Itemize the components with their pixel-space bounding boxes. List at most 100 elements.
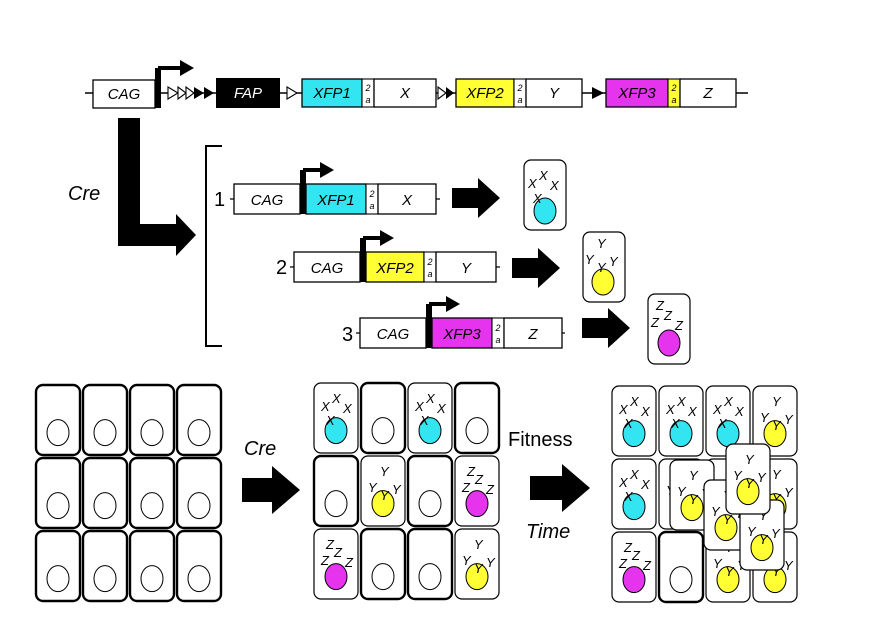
fitness-label: Fitness: [508, 429, 572, 451]
nucleus: [622, 493, 646, 521]
marker-letter: Y: [772, 564, 782, 579]
cell-unlabeled: [359, 381, 407, 455]
linker-top: 2: [516, 83, 522, 93]
cell-unlabeled: [175, 383, 223, 457]
marker-letter: X: [712, 402, 723, 417]
cassette-xfp3: XFP3 2 a Z: [605, 78, 737, 108]
cell-unlabeled: [34, 529, 82, 603]
svg-text:X: X: [538, 168, 549, 183]
fitness-arrow-icon: [530, 464, 590, 512]
cag-label: CAG: [108, 86, 141, 103]
nucleus: [324, 490, 348, 518]
marker-letter: X: [665, 402, 676, 417]
marker-letter: X: [623, 416, 634, 431]
cell-unlabeled: [359, 527, 407, 601]
xfp3-label: XFP3: [617, 85, 656, 102]
svg-text:X: X: [527, 176, 538, 191]
marker-letter: Y: [474, 537, 484, 552]
cell-unlabeled: [81, 383, 129, 457]
marker-letter: X: [342, 401, 353, 416]
outcome-number: 3: [342, 324, 353, 346]
cre-label-top: Cre: [68, 183, 100, 205]
outcome-1: 1 CAG XFP1 2 a X X X X X: [214, 159, 567, 231]
nucleus: [716, 566, 740, 594]
outcome-promoter: CAG: [377, 326, 410, 343]
marker-letter: X: [629, 394, 640, 409]
svg-text:a: a: [495, 335, 500, 345]
nucleus: [418, 490, 442, 518]
cell-unlabeled: [453, 381, 501, 455]
marker-letter: Y: [713, 556, 723, 571]
marker-letter: Z: [466, 464, 476, 479]
nucleus: [46, 565, 70, 593]
marker-letter: Y: [711, 504, 721, 519]
marker-letter: X: [331, 391, 342, 406]
svg-text:Y: Y: [597, 260, 607, 275]
marker-letter: X: [320, 399, 331, 414]
outcome-fp: XFP3: [442, 326, 481, 343]
marker-letter: Y: [733, 468, 743, 483]
outcome-promoter: CAG: [251, 192, 284, 209]
marker-letter: Z: [320, 553, 330, 568]
marker-letter: X: [676, 394, 687, 409]
nucleus: [187, 492, 211, 520]
marker-letter: Z: [631, 548, 641, 563]
outcome-gene: X: [401, 192, 413, 209]
marker-letter: Y: [745, 452, 755, 467]
tissue-after: XXXXXXXXXXXXYYYYXXXXYYYYYYYYYYYYZZZZYYYY…: [611, 385, 798, 604]
marker-letter: X: [687, 404, 698, 419]
svg-text:2: 2: [494, 323, 500, 333]
marker-letter: Y: [677, 484, 687, 499]
outcome-gene: Y: [461, 260, 472, 277]
cell-unlabeled: [34, 383, 82, 457]
marker-letter: Z: [623, 540, 633, 555]
marker-letter: Y: [486, 555, 496, 570]
nucleus: [371, 563, 395, 591]
cell-unlabeled: [81, 529, 129, 603]
marker-letter: Z: [474, 472, 484, 487]
transcription-arrow-icon: [155, 60, 194, 108]
marker-letter: Y: [759, 508, 769, 523]
nucleus: [714, 514, 738, 542]
linker-bottom: a: [365, 95, 370, 105]
nucleus: [622, 420, 646, 448]
marker-letter: X: [640, 404, 651, 419]
cell-unlabeled: [128, 383, 176, 457]
svg-text:X: X: [532, 191, 543, 206]
marker-letter: Z: [461, 480, 471, 495]
nucleus: [465, 490, 489, 518]
marker-letter: Y: [462, 553, 472, 568]
marker-letter: Y: [380, 488, 390, 503]
nucleus: [324, 417, 348, 445]
outcome-number: 1: [214, 189, 225, 211]
marker-letter: Y: [474, 561, 484, 576]
svg-text:Z: Z: [663, 308, 673, 323]
cell-unlabeled: [406, 454, 454, 528]
svg-text:X: X: [549, 178, 560, 193]
marker-letter: Y: [772, 394, 782, 409]
outcome-fp: XFP2: [375, 260, 414, 277]
cassette-xfp2: XFP2 2 a Y: [455, 78, 583, 108]
marker-letter: Y: [392, 482, 402, 497]
linker-bottom: a: [671, 95, 676, 105]
cell-unlabeled: [175, 456, 223, 530]
svg-text:2: 2: [368, 189, 374, 199]
marker-letter: Z: [344, 555, 354, 570]
marker-letter: Y: [772, 418, 782, 433]
marker-letter: Y: [760, 410, 770, 425]
outcome-2: 2 CAG XFP2 2 a Y Y Y Y Y: [276, 230, 626, 303]
marker-letter: Y: [368, 480, 378, 495]
outcome-fp: XFP1: [316, 192, 355, 209]
svg-text:2: 2: [426, 257, 432, 267]
marker-letter: X: [723, 394, 734, 409]
svg-text:Z: Z: [655, 298, 665, 313]
cell-unlabeled: [657, 530, 705, 604]
marker-letter: X: [436, 401, 447, 416]
marker-letter: X: [425, 391, 436, 406]
marker-letter: X: [717, 416, 728, 431]
